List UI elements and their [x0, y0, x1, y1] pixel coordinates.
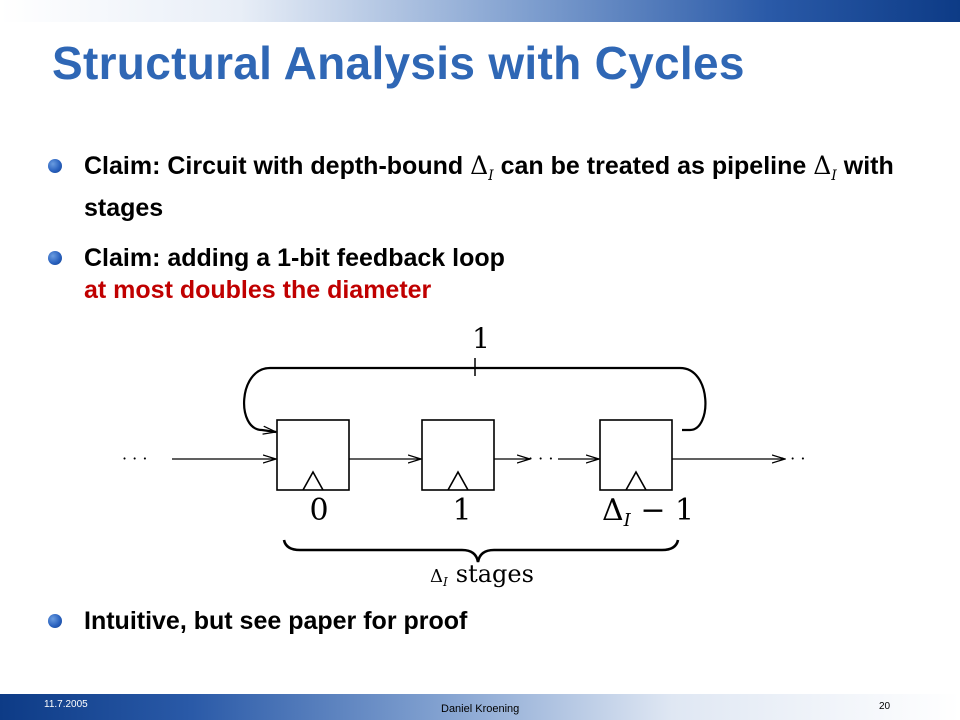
- bullet-intuitive: Intuitive, but see paper for proof: [48, 605, 467, 637]
- stage-label-1: 1: [452, 493, 471, 528]
- stage-last-register: [599, 419, 673, 491]
- math-delta-i: ΔI: [470, 151, 494, 184]
- footer-bar: [0, 694, 960, 720]
- footer-author: Daniel Kroening: [441, 703, 520, 715]
- bullet-dot-icon: [48, 251, 62, 265]
- stage-label-0: 0: [309, 493, 328, 528]
- bullet-dot-icon: [48, 614, 62, 628]
- stage-label-last: ΔI − 1: [602, 493, 694, 531]
- clock-icon: [447, 470, 469, 491]
- feedback-label: 1: [472, 322, 490, 355]
- page-number: 20: [879, 701, 891, 712]
- stages-brace: [282, 539, 680, 563]
- slide-title: Structural Analysis with Cycles: [52, 37, 745, 89]
- bullet-claim-feedback-loop: Claim: adding a 1-bit feedback loop at m…: [48, 242, 505, 306]
- ellipsis-left: · · ·: [122, 449, 147, 468]
- stage-0-register: [276, 419, 350, 491]
- math-delta-i: ΔI: [813, 151, 837, 184]
- clock-icon: [302, 470, 324, 491]
- bullet-dot-icon: [48, 159, 62, 173]
- ellipsis-right: · · ·: [780, 449, 805, 468]
- top-gradient-bar: [0, 0, 960, 22]
- stage-1-register: [421, 419, 495, 491]
- clock-icon: [625, 470, 647, 491]
- bullet-claim-depth-bound: Claim: Circuit with depth-bound ΔI can b…: [48, 150, 928, 224]
- ellipsis-middle: · · ·: [528, 449, 553, 468]
- footer-date: 11.7.2005: [44, 699, 88, 710]
